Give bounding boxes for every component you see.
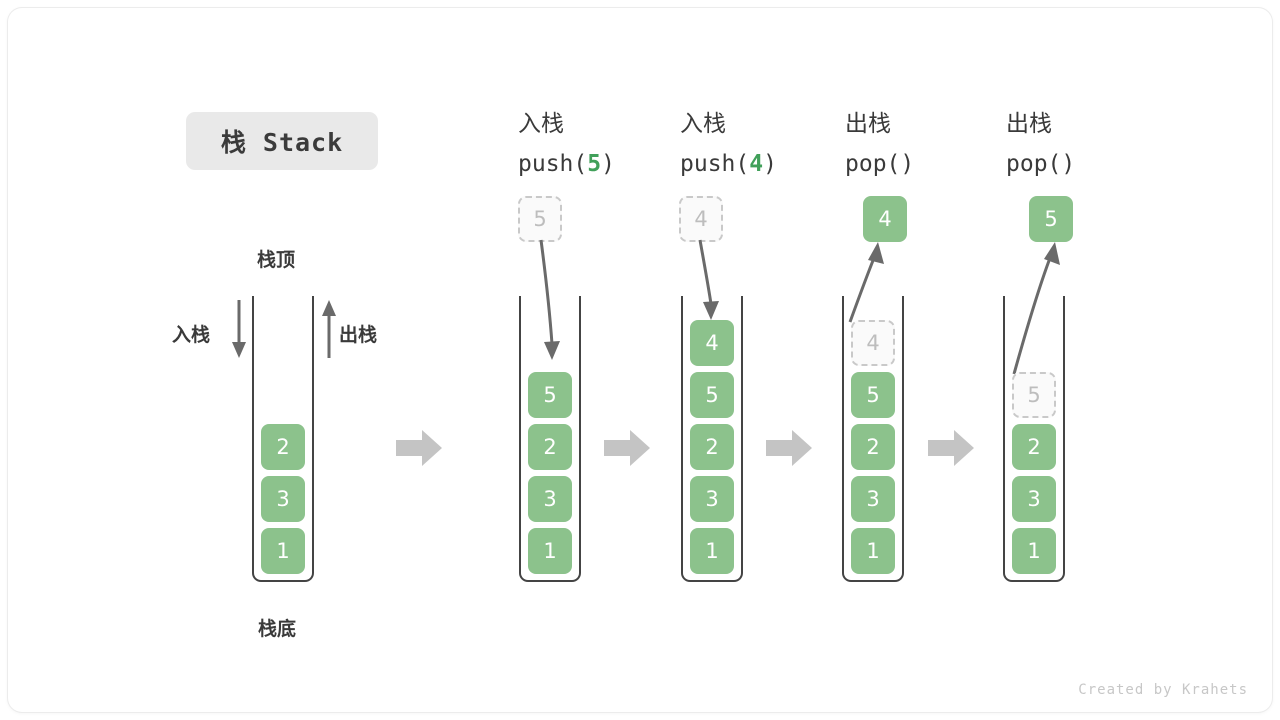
column-header-code: push(5): [518, 151, 615, 177]
stack-cell: 1: [261, 528, 305, 574]
stack-cell: 5: [851, 372, 895, 418]
step-separator-arrow-icon: [766, 430, 812, 466]
column-header-cn: 出栈: [1006, 111, 1052, 137]
column-header-pop-1: 出栈 pop(): [845, 104, 995, 184]
column-header-push-4: 入栈 push(4): [680, 104, 830, 184]
column-header-push-5: 入栈 push(5): [518, 104, 668, 184]
column-header-code: pop(): [1006, 151, 1076, 177]
stack-bottom-label: 栈底: [258, 618, 297, 640]
push-direction-arrow-icon: [232, 300, 246, 358]
stack-container-initial: [252, 296, 314, 582]
stack-cell: 4: [690, 320, 734, 366]
stack-container-push-5: [519, 296, 581, 582]
stack-cell: 3: [261, 476, 305, 522]
push-direction-label: 入栈: [172, 324, 211, 346]
column-header-code: push(4): [680, 151, 777, 177]
stack-cell: 3: [528, 476, 572, 522]
stack-container-pop-1: [842, 296, 904, 582]
step-separator-arrow-icon: [604, 430, 650, 466]
stack-container-push-4: [681, 296, 743, 582]
stack-cell: 1: [528, 528, 572, 574]
stack-cell: 1: [1012, 528, 1056, 574]
column-header-cn: 入栈: [680, 111, 726, 137]
stack-container-pop-2: [1003, 296, 1065, 582]
popped-ghost-cell: 4: [851, 320, 895, 366]
column-header-cn: 入栈: [518, 111, 564, 137]
push-flow-arrow-icon: [539, 239, 560, 360]
pop-flow-arrow-icon: [848, 242, 884, 323]
pop-flow-arrow-icon: [1012, 242, 1060, 375]
stack-cell: 3: [690, 476, 734, 522]
popped-result-cell: 5: [1029, 196, 1073, 242]
step-separator-arrow-icon: [396, 430, 442, 466]
push-flow-arrow-icon: [698, 239, 719, 320]
pop-direction-arrow-icon: [322, 300, 336, 358]
stack-cell: 3: [1012, 476, 1056, 522]
popped-result-cell: 4: [863, 196, 907, 242]
stack-cell: 5: [528, 372, 572, 418]
column-header-pop-2: 出栈 pop(): [1006, 104, 1156, 184]
column-header-cn: 出栈: [845, 111, 891, 137]
column-header-code: pop(): [845, 151, 915, 177]
popped-ghost-cell: 5: [1012, 372, 1056, 418]
stack-cell: 2: [1012, 424, 1056, 470]
stack-cell: 5: [690, 372, 734, 418]
stack-cell: 1: [851, 528, 895, 574]
incoming-ghost-cell: 5: [518, 196, 562, 242]
credit-text: Created by Krahets: [1078, 682, 1248, 698]
incoming-ghost-cell: 4: [679, 196, 723, 242]
stack-cell: 2: [261, 424, 305, 470]
stack-cell: 3: [851, 476, 895, 522]
pop-direction-label: 出栈: [339, 324, 378, 346]
stack-cell: 1: [690, 528, 734, 574]
stack-cell: 2: [528, 424, 572, 470]
stack-cell: 2: [851, 424, 895, 470]
stack-cell: 2: [690, 424, 734, 470]
figure-title: 栈 Stack: [186, 112, 378, 170]
step-separator-arrow-icon: [928, 430, 974, 466]
stack-top-label: 栈顶: [257, 249, 296, 271]
